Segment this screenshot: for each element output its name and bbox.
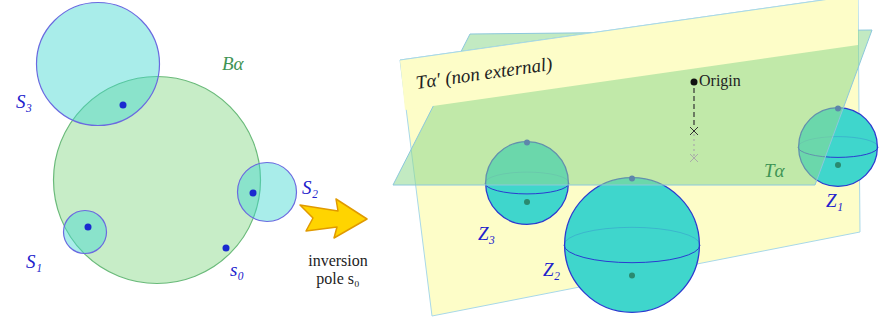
- shape-label: S₃: [16, 92, 32, 113]
- circle-region: S₂: [237, 162, 297, 222]
- shape-label: Z₁: [826, 191, 843, 212]
- sphere: Z₂: [564, 177, 700, 313]
- sphere-outline: [798, 107, 878, 187]
- center-dot: [250, 190, 257, 197]
- shape-label: Tα: [764, 161, 785, 182]
- ball-region: Bα: [53, 76, 261, 284]
- point-label: s₀: [230, 260, 244, 281]
- plane: Tα′ (non external): [400, 0, 860, 316]
- shape-label: S₁: [26, 252, 42, 273]
- center-dot: [85, 224, 92, 231]
- inversion-arrow: [300, 199, 367, 238]
- shape-label: Z₂: [543, 260, 560, 281]
- shape-label: S₂: [302, 178, 318, 199]
- circle-region-outline: [36, 2, 160, 126]
- sphere-outline: [485, 141, 569, 225]
- center-dot: [120, 102, 127, 109]
- plane-edge: [400, 0, 858, 60]
- plane-outline: [400, 0, 860, 316]
- shape-label: Tα′ (non external): [415, 54, 554, 94]
- plane: Tα: [393, 30, 872, 185]
- plane-outline: [393, 30, 872, 185]
- point-label: Origin: [699, 72, 741, 90]
- circle-region: S₁: [63, 210, 107, 254]
- origin-dot: [691, 79, 698, 86]
- shape-label: Bα: [222, 54, 244, 75]
- pole-dot: [223, 245, 230, 252]
- sphere: Z₃: [485, 141, 569, 225]
- arrow-caption: inversion pole s₀: [300, 252, 376, 287]
- sphere: Z₁: [798, 107, 878, 187]
- circle-region-outline: [237, 162, 297, 222]
- ball-region-outline: [53, 76, 261, 284]
- sphere-outline: [564, 177, 700, 313]
- circle-region: S₃: [36, 2, 160, 126]
- shape-label: Z₃: [478, 224, 495, 245]
- circle-region-outline: [63, 210, 107, 254]
